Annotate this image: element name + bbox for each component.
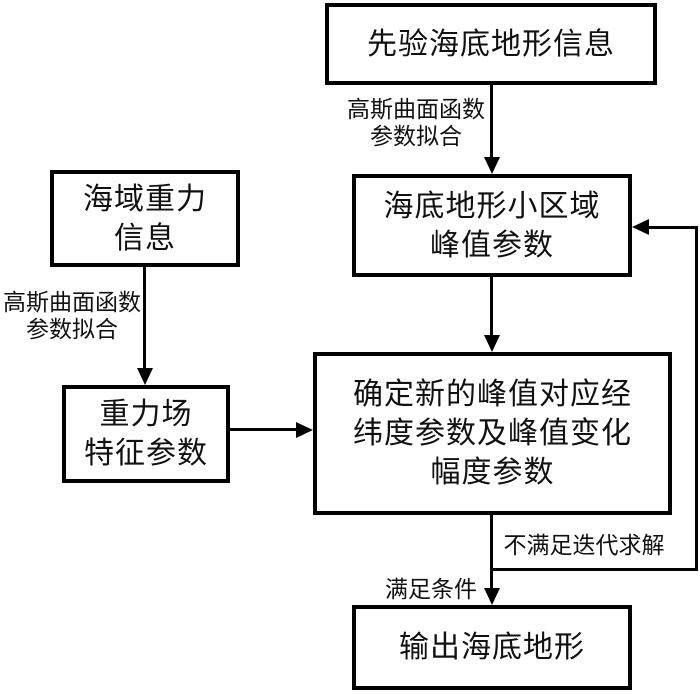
- arrow-line-gravity-to-gravparam: [143, 267, 146, 370]
- node-prior-seafloor-topo-info: 先验海底地形信息: [325, 3, 657, 85]
- node-label: 重力场: [99, 398, 193, 431]
- node-label: 海域重力: [83, 182, 207, 216]
- node-label: 确定新的峰值对应经: [353, 378, 632, 411]
- feedback-line-right: [695, 226, 698, 571]
- arrow-line-peak-to-determine: [490, 277, 493, 337]
- edge-label-line: 高斯曲面函数: [3, 290, 141, 315]
- feedback-line-bottom: [490, 568, 698, 571]
- arrowhead-left-feedback-to-peak: [632, 219, 649, 235]
- arrowhead-down-determine-to-output: [484, 588, 500, 605]
- arrow-line-determine-to-output: [490, 515, 493, 591]
- node-label: 特征参数: [84, 437, 208, 470]
- edge-label-line: 高斯曲面函数: [347, 97, 485, 122]
- arrowhead-down-gravity-to-gravparam: [137, 368, 153, 385]
- arrowhead-down-peak-to-determine: [484, 335, 500, 352]
- edge-label-line: 参数拟合: [26, 317, 118, 343]
- edge-label-line: 参数拟合: [370, 124, 462, 150]
- edge-label-gauss-surface-fit-left: 高斯曲面函数 参数拟合: [1, 289, 143, 343]
- feedback-line-top: [647, 226, 698, 229]
- node-label: 纬度参数及峰值变化: [353, 417, 632, 450]
- node-label: 海底地形小区域: [383, 189, 601, 223]
- node-determine-new-peak-params: 确定新的峰值对应经 纬度参数及峰值变化 幅度参数: [313, 352, 672, 515]
- edge-label-not-satisfied-iterate: 不满足迭代求解: [503, 533, 665, 558]
- node-label: 先验海底地形信息: [367, 27, 615, 61]
- arrow-line-gravparam-to-determine: [230, 428, 298, 431]
- node-label: 峰值参数: [430, 228, 554, 262]
- node-gravity-field-feature-params: 重力场 特征参数: [62, 385, 230, 483]
- node-label: 信息: [114, 221, 176, 255]
- arrowhead-down-prior-to-peak: [484, 157, 500, 174]
- node-seafloor-small-area-peak-params: 海底地形小区域 峰值参数: [352, 174, 632, 277]
- edge-label-condition-satisfied: 满足条件: [385, 577, 477, 602]
- node-sea-gravity-info: 海域重力 信息: [50, 170, 240, 267]
- arrowhead-right-gravparam-to-determine: [296, 422, 313, 438]
- node-label: 输出海底地形: [399, 631, 585, 664]
- edge-label-gauss-surface-fit-top: 高斯曲面函数 参数拟合: [345, 96, 487, 150]
- node-label: 幅度参数: [430, 456, 555, 489]
- arrow-line-prior-to-peak: [490, 85, 493, 161]
- node-output-seafloor-topo: 输出海底地形: [352, 605, 632, 690]
